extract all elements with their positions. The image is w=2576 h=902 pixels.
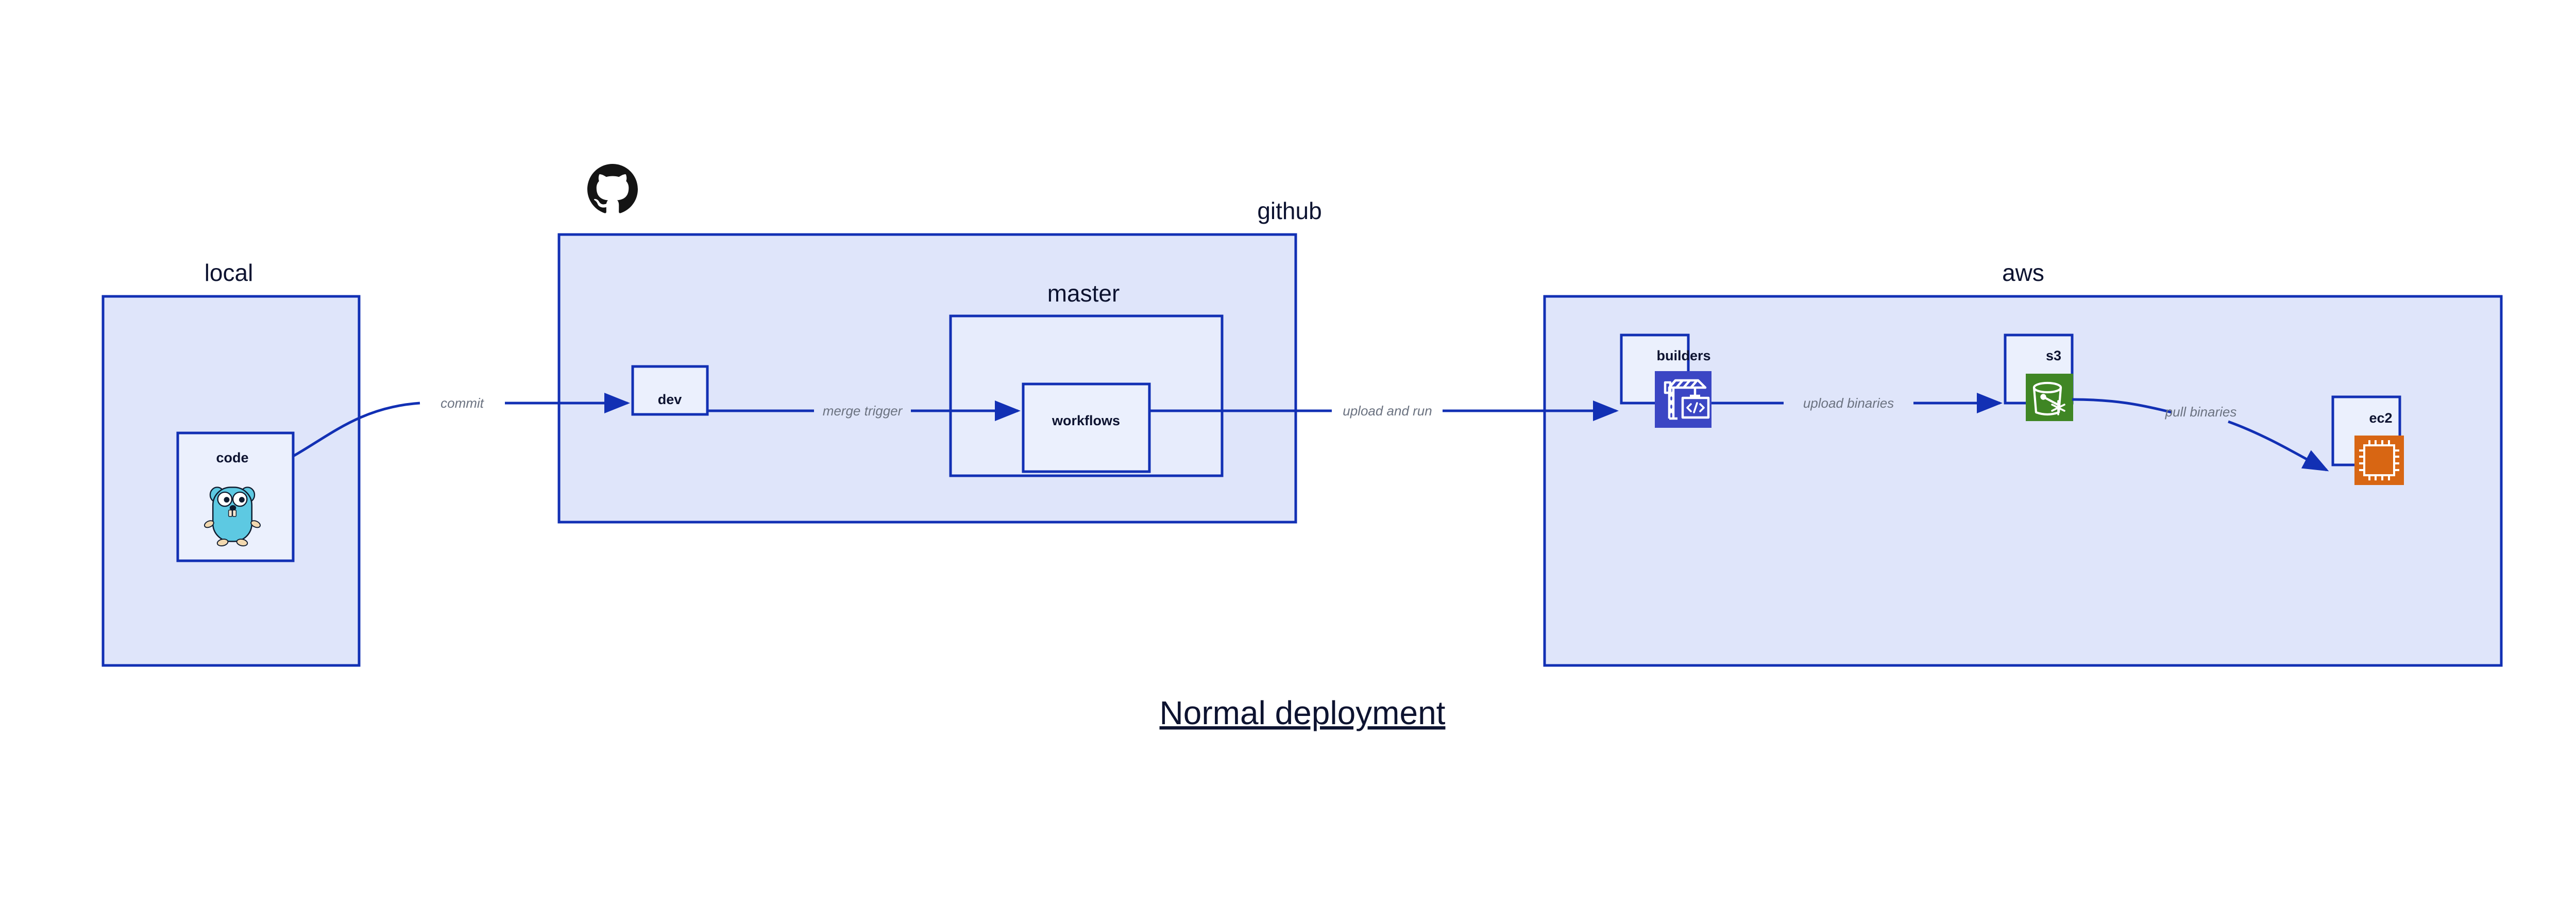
- aws-codebuild-icon: [1655, 371, 1711, 428]
- edge-label-upload-and-run: upload and run: [1343, 403, 1432, 419]
- node-label-ec2: ec2: [2369, 410, 2392, 426]
- node-box-workflows[interactable]: [1022, 382, 1151, 473]
- group-label-local: local: [205, 259, 253, 286]
- node-ec2[interactable]: ec2: [2331, 395, 2404, 485]
- node-box-dev[interactable]: [631, 365, 709, 416]
- go-gopher-icon: [204, 487, 261, 546]
- node-label-code: code: [216, 450, 248, 465]
- group-label-aws: aws: [2002, 259, 2044, 286]
- node-code[interactable]: code: [176, 431, 295, 562]
- page-title: Normal deployment: [1160, 694, 1446, 731]
- aws-s3-bucket-icon: [2026, 374, 2073, 421]
- edge-label-commit: commit: [440, 395, 485, 411]
- node-s3[interactable]: s3: [2004, 333, 2074, 421]
- aws-ec2-chip-icon: [2354, 436, 2404, 485]
- node-label-workflows: workflows: [1052, 413, 1120, 428]
- node-label-s3: s3: [2046, 348, 2061, 363]
- edge-label-merge-trigger: merge trigger: [823, 403, 903, 419]
- node-dev[interactable]: dev: [631, 365, 709, 416]
- node-label-builders: builders: [1656, 348, 1710, 363]
- edge-merge-trigger: merge trigger: [707, 400, 1021, 421]
- group-label-github: github: [1257, 197, 1321, 224]
- edge-commit: commit: [292, 393, 630, 458]
- edge-label-upload-binaries: upload binaries: [1803, 395, 1894, 411]
- node-builders[interactable]: builders: [1620, 333, 1711, 428]
- node-label-dev: dev: [658, 392, 682, 407]
- github-octocat-icon: [587, 164, 638, 213]
- edge-upload-and-run: upload and run: [1149, 400, 1619, 421]
- edge-pull-binaries: pull binaries: [2072, 398, 2329, 472]
- group-label-master: master: [1047, 280, 1120, 307]
- node-workflows[interactable]: workflows: [1022, 382, 1151, 473]
- edge-label-pull-binaries: pull binaries: [2165, 404, 2237, 420]
- edge-upload-binaries: upload binaries: [1711, 393, 2003, 413]
